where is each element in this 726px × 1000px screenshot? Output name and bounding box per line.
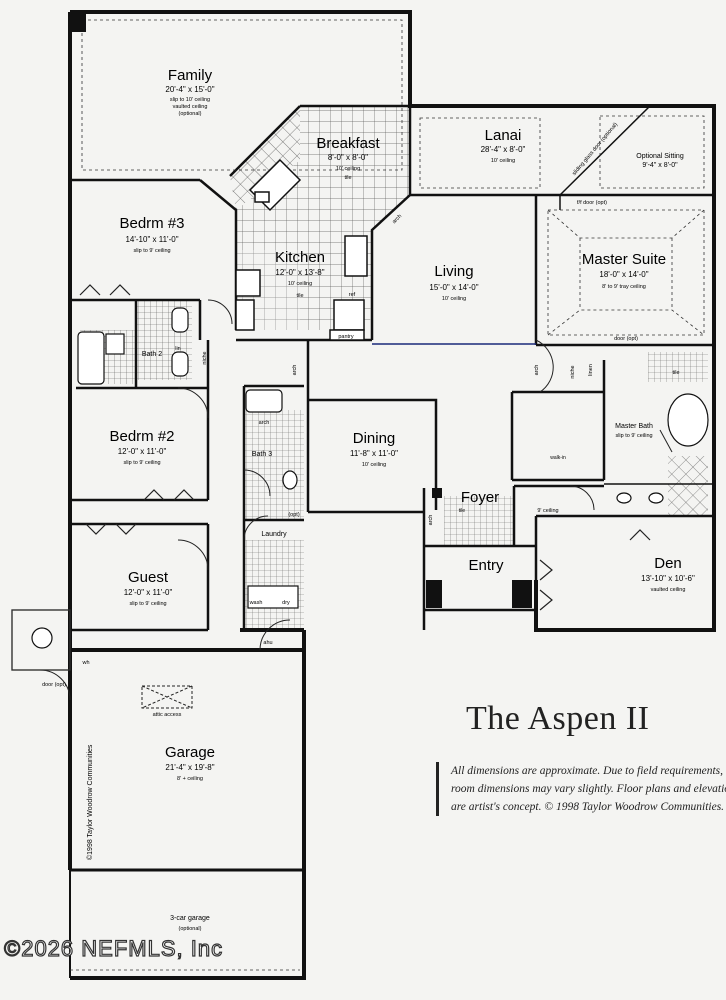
kitchen-counters — [235, 158, 368, 341]
room-living: Living — [434, 263, 473, 280]
label-door-opt-garage: door (opt) — [42, 682, 66, 688]
room-foyer: Foyer — [461, 489, 499, 506]
room-den: Den — [654, 555, 682, 572]
disclaimer-text: All dimensions are approximate. Due to f… — [436, 762, 726, 816]
svg-text:21'-4" x 19'-8": 21'-4" x 19'-8" — [165, 763, 214, 772]
svg-text:12'-0" x 13'-8": 12'-0" x 13'-8" — [275, 268, 324, 277]
svg-text:12'-0" x 11'-0": 12'-0" x 11'-0" — [118, 447, 167, 456]
room-garage: Garage — [165, 744, 215, 761]
side-copyright: ©1998 Taylor Woodrow Communities — [86, 744, 94, 860]
room-master-suite: Master Suite — [582, 251, 666, 268]
label-ref: ref — [349, 292, 356, 298]
svg-text:10' ceiling: 10' ceiling — [491, 158, 515, 164]
room-breakfast: Breakfast — [316, 135, 380, 152]
door-swings — [39, 299, 673, 701]
svg-text:slip to 9' ceiling: slip to 9' ceiling — [123, 460, 160, 466]
room-kitchen: Kitchen — [275, 249, 325, 266]
room-entry: Entry — [468, 557, 504, 574]
label-dry: dry — [282, 600, 290, 606]
ac-pad — [11, 609, 71, 671]
svg-text:(optional): (optional) — [179, 926, 202, 932]
svg-text:13'-10" x 10'-6": 13'-10" x 10'-6" — [641, 574, 695, 583]
mls-watermark: ©2026 NEFMLS, Inc — [3, 935, 224, 961]
label-lin: lin — [175, 346, 181, 352]
svg-text:tile: tile — [344, 175, 351, 181]
label-niche-bed: niche — [202, 351, 208, 364]
room-guest: Guest — [128, 569, 169, 586]
label-arch-bath3: arch — [259, 420, 270, 426]
room-dining: Dining — [353, 430, 396, 447]
svg-text:10' ceiling: 10' ceiling — [442, 296, 466, 302]
label-wh: wh — [81, 660, 89, 666]
bath-fixtures — [11, 307, 709, 671]
svg-text:10' ceiling: 10' ceiling — [336, 166, 360, 172]
label-door-opt-master: door (opt) — [614, 336, 638, 342]
label-ahu: ahu — [263, 640, 272, 646]
label-arch-master: arch — [534, 365, 540, 376]
svg-text:vaulted ceiling: vaulted ceiling — [651, 587, 686, 593]
closet-doors — [79, 284, 651, 611]
svg-text:slip to 10' ceiling: slip to 10' ceiling — [170, 97, 210, 103]
room-optional-sitting: Optional Sitting — [636, 153, 684, 160]
room-family: Family — [168, 67, 213, 84]
room-bedrm3: Bedrm #3 — [119, 215, 184, 232]
label-arch-hall: arch — [292, 365, 298, 376]
label-sliding-door: sliding glass door (optional) — [571, 122, 619, 177]
svg-text:slip to 9' ceiling: slip to 9' ceiling — [615, 433, 652, 439]
ceiling-lines — [70, 19, 705, 971]
entry-columns — [72, 14, 532, 608]
label-opt: (opt) — [288, 512, 299, 518]
svg-text:18'-0" x 14'-0": 18'-0" x 14'-0" — [599, 270, 648, 279]
svg-text:8' to 9' tray ceiling: 8' to 9' tray ceiling — [602, 284, 646, 290]
room-master-bath: Master Bath — [615, 423, 653, 430]
svg-text:12'-0" x 11'-0": 12'-0" x 11'-0" — [124, 588, 173, 597]
svg-text:10' ceiling: 10' ceiling — [288, 281, 312, 287]
label-niche-master: niche — [570, 365, 576, 378]
svg-text:8' + ceiling: 8' + ceiling — [177, 776, 203, 782]
svg-text:vaulted ceiling: vaulted ceiling — [173, 104, 208, 110]
room-bedrm2: Bedrm #2 — [109, 428, 174, 445]
svg-text:slip to 9' ceiling: slip to 9' ceiling — [133, 248, 170, 254]
label-wash: wash — [249, 600, 263, 606]
plan-title: The Aspen II — [466, 700, 650, 737]
svg-text:10' ceiling: 10' ceiling — [362, 462, 386, 468]
room-lanai: Lanai — [485, 127, 522, 144]
svg-text:(optional): (optional) — [179, 111, 202, 117]
svg-text:28'-4" x 8'-0": 28'-4" x 8'-0" — [481, 145, 526, 154]
room-laundry: Laundry — [261, 531, 287, 538]
label-arch-foyer: arch — [428, 515, 434, 526]
svg-text:8'-0" x 8'-0": 8'-0" x 8'-0" — [328, 153, 368, 162]
interior-walls — [70, 104, 714, 652]
svg-text:tile: tile — [459, 508, 466, 514]
room-bath2: Bath 2 — [142, 351, 162, 358]
label-ceiling9: 9' ceiling — [537, 508, 558, 514]
room-bath3: Bath 3 — [252, 451, 272, 458]
label-fd-door: f/f door (opt) — [577, 200, 607, 206]
room-labels: Family 20'-4" x 15'-0" slip to 10' ceili… — [109, 67, 695, 932]
svg-text:15'-0" x 14'-0": 15'-0" x 14'-0" — [429, 283, 478, 292]
label-arch-living: arch — [391, 213, 403, 225]
svg-text:attic access: attic access — [153, 712, 182, 718]
label-pantry: pantry — [338, 334, 354, 340]
attic-access — [141, 685, 193, 709]
room-garage3: 3-car garage — [170, 915, 210, 922]
label-linen: linen — [588, 364, 594, 376]
svg-text:14'-10" x 11'-0": 14'-10" x 11'-0" — [125, 235, 178, 244]
svg-text:9'-4" x 8'-0": 9'-4" x 8'-0" — [642, 162, 678, 169]
svg-text:slip to 9' ceiling: slip to 9' ceiling — [129, 601, 166, 607]
svg-text:tile: tile — [296, 293, 303, 299]
svg-text:11'-8" x 11'-0": 11'-8" x 11'-0" — [350, 449, 398, 458]
room-walkin: walk-in — [550, 455, 566, 461]
label-tile-master: tile — [672, 370, 679, 376]
svg-text:20'-4" x 15'-0": 20'-4" x 15'-0" — [165, 85, 214, 94]
